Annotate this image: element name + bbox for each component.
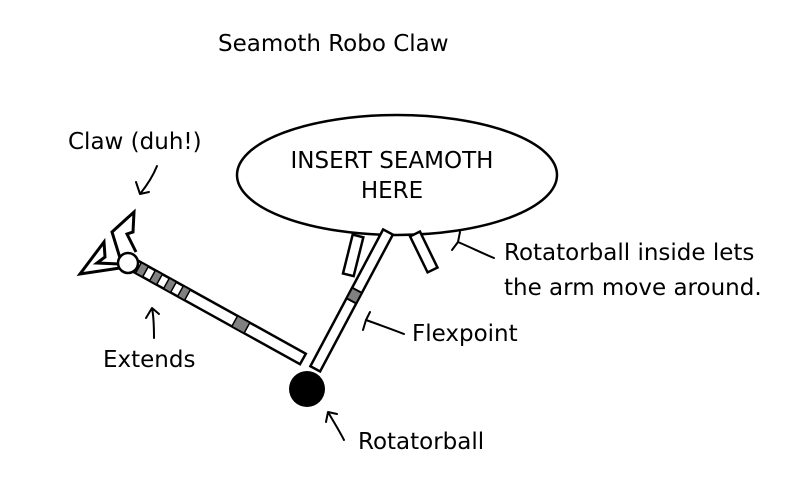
rotatorball-inside-label-line-1: Rotatorball inside lets xyxy=(504,240,755,266)
rotatorball-arrow-icon xyxy=(325,411,345,441)
claw-arrow-icon xyxy=(135,165,158,195)
seamoth-label-line-2: HERE xyxy=(360,178,424,204)
flexpoint-arrow-icon xyxy=(362,311,405,335)
extends-label: Extends xyxy=(103,347,196,373)
upper-arm xyxy=(308,227,395,374)
extend-segment xyxy=(176,284,192,302)
seamoth-ellipse xyxy=(235,113,559,237)
seamoth-label: INSERT SEAMOTH HERE xyxy=(262,146,522,206)
flexpoint-label: Flexpoint xyxy=(412,321,518,347)
flexpoint-segment xyxy=(345,286,364,305)
claw-label: Claw (duh!) xyxy=(68,129,202,155)
rotatorball-inside-label-line-2: the arm move around. xyxy=(504,275,762,301)
lower-arm xyxy=(123,255,308,366)
rotatorball-inside-label: Rotatorball inside lets the arm move aro… xyxy=(504,236,762,306)
rotatorball xyxy=(289,371,325,407)
extends-arrow-icon xyxy=(145,307,160,339)
extend-segment xyxy=(148,269,164,286)
extend-segment xyxy=(230,314,251,335)
right-mount-bracket xyxy=(408,229,440,275)
diagram-title: Seamoth Robo Claw xyxy=(218,31,449,57)
seamoth-label-line-1: INSERT SEAMOTH xyxy=(290,148,494,174)
extend-segment xyxy=(134,261,150,278)
rotatorball-label: Rotatorball xyxy=(358,429,485,455)
left-mount-bracket xyxy=(341,233,365,278)
rotatorball-inside-arrow-icon xyxy=(451,231,495,259)
extend-segment xyxy=(162,277,178,294)
claw-joint xyxy=(116,251,140,275)
claw-lower-pincer xyxy=(76,237,121,277)
claw-upper-pincer xyxy=(110,208,138,259)
